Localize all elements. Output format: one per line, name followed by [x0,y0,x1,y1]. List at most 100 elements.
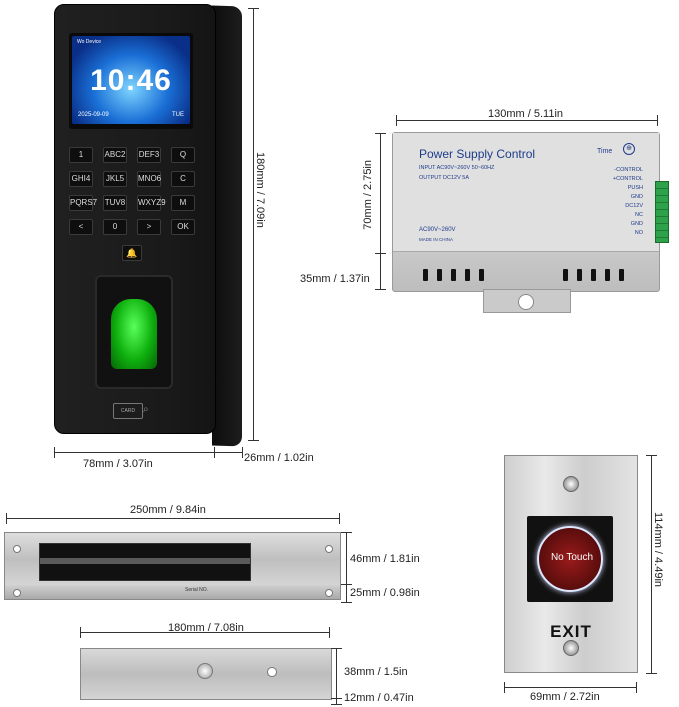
terminal-height-label: 180mm / 7.09in [254,152,266,228]
exit-height-label: 114mm / 4.49in [652,512,664,588]
mounting-hole [197,663,213,679]
psu-time-label: Time [597,148,613,155]
armature-plate [80,648,332,700]
no-touch-sensor[interactable]: No Touch [527,516,613,602]
mag-height-line [346,532,347,602]
psu-voltage-spec: AC90V~260V [419,227,456,233]
exit-label: EXIT [550,622,592,641]
psu-height-tick-top [375,133,386,134]
vent-slot [479,269,484,281]
psu-title: Power Supply Control [419,147,536,161]
terminal-height-tick-top [248,8,259,9]
magnet-strip [40,558,250,564]
terminal-screen: Wo Device 10:46 2025-09-09 TUE [69,33,193,129]
arm-height-label: 38mm / 1.5in [344,666,408,678]
power-supply-box: Power Supply Control Time ⊕ INPUT AC90V~… [392,132,669,313]
mag-width-tick-left [6,513,7,524]
arm-height-tick-mid [331,698,342,699]
key-ok[interactable]: OK [171,219,195,235]
bell-icon[interactable]: 🔔 [122,245,142,261]
key-2[interactable]: ABC2 [103,147,127,163]
mag-height-tick-mid [341,584,352,585]
key-q[interactable]: Q [171,147,195,163]
psu-output-spec: OUTPUT DC12V 5A [419,175,470,181]
key-4[interactable]: GHI4 [69,171,93,187]
keypad: 1 ABC2 DEF3 Q GHI4 JKL5 MNO6 C PQRS7 TUV… [69,147,195,235]
key-left[interactable]: < [69,219,93,235]
key-0[interactable]: 0 [103,219,127,235]
mag-width-line [6,518,340,519]
exit-button-plate: No Touch EXIT [504,455,638,673]
exit-width-tick-left [504,682,505,693]
mag-height-tick-top [341,532,352,533]
psu-terminal-label: GND [630,221,643,227]
terminal-width-tick-left [54,447,55,458]
psu-width-tick-left [396,115,397,126]
fingerprint-terminal: Wo Device 10:46 2025-09-09 TUE 1 ABC2 DE… [52,4,242,447]
psu-width-line [396,120,658,121]
mounting-hole [518,294,534,310]
psu-terminal-label: NC [635,212,643,218]
mounting-hole [325,545,333,553]
screw-icon [563,476,579,492]
screen-date: 2025-09-09 [78,112,109,118]
key-right[interactable]: > [137,219,161,235]
arm-width-tick-left [80,627,81,638]
key-9[interactable]: WXYZ9 [137,195,166,211]
mounting-tab [483,289,571,313]
psu-height-label: 70mm / 2.75in [362,160,374,230]
vent-slot [465,269,470,281]
no-touch-label: No Touch [550,552,594,563]
mounting-hole [13,589,21,597]
psu-terminal-label: +CONTROL [612,176,643,182]
mounting-hole [267,667,277,677]
vent-slot [451,269,456,281]
exit-height-tick-top [646,455,657,456]
psu-depth-line [380,253,381,289]
mounting-hole [325,589,333,597]
mounting-hole [13,545,21,553]
psu-terminal-label: -CONTROL [614,167,643,173]
terminal-depth-tick [242,447,243,458]
screen-clock: 10:46 [90,64,172,97]
terminal-depth-label: 26mm / 1.02in [244,452,314,464]
mag-height-tick-bottom [341,602,352,603]
psu-made-in: MADE IN CHINA [419,237,454,242]
key-5[interactable]: JKL5 [103,171,127,187]
vent-slot [619,269,624,281]
psu-width-tick-right [657,115,658,126]
psu-terminal-label: GND [630,194,643,200]
vent-slot [437,269,442,281]
key-1[interactable]: 1 [69,147,93,163]
arm-width-tick-right [329,627,330,638]
key-3[interactable]: DEF3 [137,147,161,163]
vent-slot [423,269,428,281]
magnetic-lock: Serial NO. [4,532,341,600]
terminal-width-label: 78mm / 3.07in [83,458,153,470]
psu-width-label: 130mm / 5.11in [488,108,564,120]
screen-weekday: TUE [172,112,184,118]
key-6[interactable]: MNO6 [137,171,161,187]
key-7[interactable]: PQRS7 [69,195,97,211]
exit-height-tick-bottom [646,673,657,674]
terminal-side [212,5,242,447]
vent-slot [577,269,582,281]
exit-width-tick-right [636,682,637,693]
vent-slot [605,269,610,281]
key-8[interactable]: TUV8 [103,195,127,211]
mag-depth-label: 25mm / 0.98in [350,587,420,599]
arm-width-label: 180mm / 7.08in [168,622,244,634]
arm-height-tick-bottom [331,704,342,705]
key-c[interactable]: C [171,171,195,187]
fingerprint-glow [111,299,157,369]
clock-icon: ⊕ [623,143,635,155]
arm-height-tick-top [331,648,342,649]
screw-icon [563,640,579,656]
key-m[interactable]: M [171,195,195,211]
exit-width-line [504,687,636,688]
psu-terminal-label: PUSH [627,185,643,191]
exit-width-label: 69mm / 2.72in [530,691,600,703]
psu-depth-tick [375,289,386,290]
mag-width-tick-right [339,513,340,524]
card-icon: CARD [113,403,143,419]
